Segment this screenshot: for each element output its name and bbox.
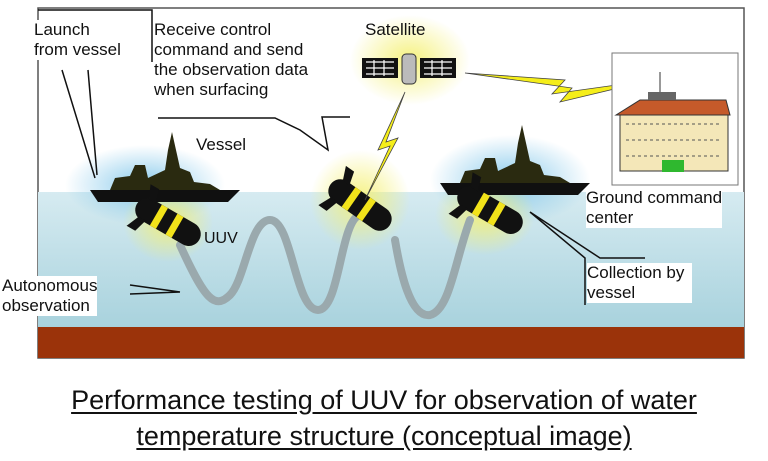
- vessel-label: Vessel: [196, 135, 247, 154]
- launch-label-line: from vessel: [34, 40, 121, 59]
- autonomous-label: Autonomous observation: [2, 276, 98, 316]
- receive-label: Receive control command and send the obs…: [154, 20, 308, 100]
- building-icon: [614, 72, 731, 172]
- leader-lines: [38, 9, 645, 305]
- receive-label-line: the observation data: [154, 60, 309, 79]
- seabed: [38, 327, 744, 358]
- ground-label-line: center: [586, 208, 634, 227]
- launch-label-line: Launch: [34, 20, 90, 39]
- receive-label-line: when surfacing: [154, 80, 269, 99]
- ground-center-label: Ground command center: [586, 188, 723, 228]
- autonomous-label-line: observation: [2, 296, 90, 315]
- uuv-link-lightning: [364, 91, 406, 201]
- receive-label-line: Receive control: [154, 20, 272, 39]
- satellite-label: Satellite: [365, 20, 426, 39]
- satellite-icon: [362, 53, 456, 85]
- ground-label-line: Ground command: [586, 188, 723, 207]
- collection-label-line: vessel: [587, 283, 636, 302]
- collection-label-line: Collection by: [587, 263, 685, 282]
- caption-line-1: Performance testing of UUV for observati…: [71, 385, 697, 415]
- collection-label: Collection by vessel: [587, 263, 693, 303]
- caption-line-2: temperature structure (conceptual image): [136, 421, 632, 451]
- launch-label: Launch from vessel: [34, 20, 121, 60]
- autonomous-label-line: Autonomous: [2, 276, 98, 295]
- uuv-label: UUV: [204, 230, 238, 247]
- uuv-path: [176, 211, 474, 319]
- receive-label-line: command and send: [154, 40, 304, 59]
